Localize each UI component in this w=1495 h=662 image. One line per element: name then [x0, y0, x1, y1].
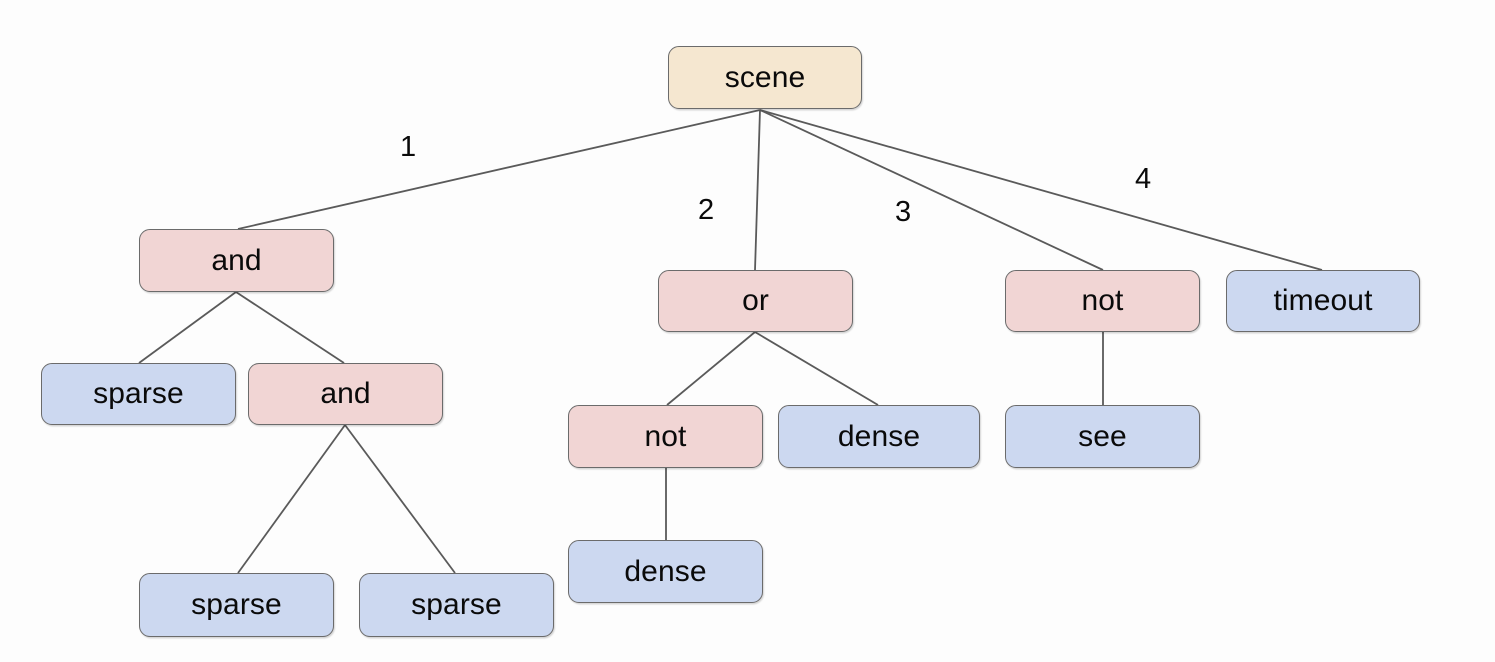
tree-node-or1[interactable]: or	[658, 270, 853, 332]
tree-node-not1[interactable]: not	[568, 405, 763, 468]
edge-and2-to-sparse2	[237, 424, 346, 574]
edge-order-label-3: 3	[895, 196, 912, 228]
edge-and1-to-sparse1	[138, 291, 237, 364]
tree-node-label: sparse	[191, 588, 282, 621]
tree-node-sparse1[interactable]: sparse	[41, 363, 236, 425]
tree-node-sparse3[interactable]: sparse	[359, 573, 554, 637]
tree-node-timeout1[interactable]: timeout	[1226, 270, 1420, 332]
edge-scene-to-or1	[754, 109, 761, 271]
tree-node-label: or	[742, 284, 769, 317]
tree-node-label: dense	[837, 419, 921, 453]
edge-and1-to-and2	[235, 291, 345, 364]
tree-node-label: and	[320, 377, 371, 410]
tree-node-label: see	[1078, 419, 1127, 453]
edge-and2-to-sparse3	[344, 424, 456, 574]
tree-node-label: sparse	[93, 377, 184, 410]
tree-node-scene[interactable]: scene	[668, 46, 862, 109]
tree-node-see1[interactable]: see	[1005, 405, 1200, 468]
tree-node-label: timeout	[1273, 284, 1373, 317]
edge-or1-to-not1	[666, 331, 756, 406]
tree-node-label: scene	[724, 60, 806, 94]
edge-order-label-1: 1	[400, 131, 417, 163]
tree-node-dense2[interactable]: dense	[568, 540, 763, 603]
tree-node-label: and	[211, 243, 262, 277]
tree-node-not2[interactable]: not	[1005, 270, 1200, 332]
tree-node-label: sparse	[411, 588, 502, 621]
edge-order-label-4: 4	[1135, 163, 1152, 195]
tree-node-and2[interactable]: and	[248, 363, 443, 425]
edge-scene-to-not2	[759, 109, 1104, 271]
tree-node-label: not	[644, 419, 687, 453]
tree-node-label: dense	[624, 554, 707, 588]
tree-node-label: not	[1081, 284, 1124, 317]
edge-order-label-2: 2	[698, 194, 715, 226]
edge-or1-to-dense1	[754, 331, 879, 406]
tree-node-and1[interactable]: and	[139, 229, 334, 292]
tree-node-dense1[interactable]: dense	[778, 405, 980, 468]
edge-scene-to-and1	[237, 109, 761, 230]
tree-node-sparse2[interactable]: sparse	[139, 573, 334, 637]
edge-scene-to-timeout1	[759, 109, 1323, 271]
